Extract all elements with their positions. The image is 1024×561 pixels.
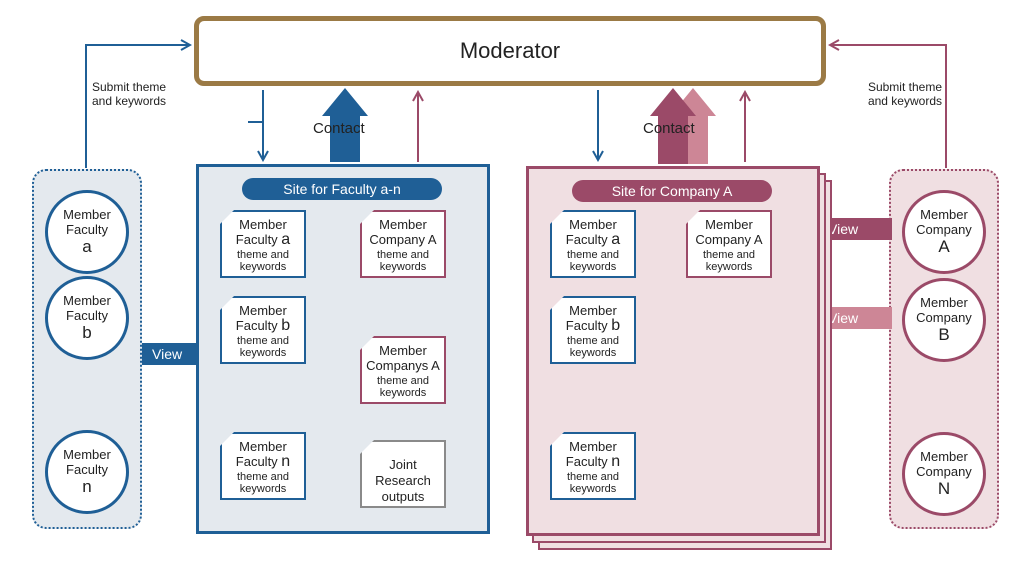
view-tab-company-b: View	[818, 307, 892, 329]
contact-label-left: Contact	[313, 120, 365, 137]
submit-connector-left	[85, 45, 190, 168]
moderator-to-faculty-arrow	[248, 90, 264, 123]
submit-connector-right	[830, 45, 947, 168]
faculty-site-card-companys-a: Member Companys A theme and keywords	[360, 336, 446, 404]
member-faculty-n-circle: Member Faculty n	[45, 430, 129, 514]
company-site-card-faculty-n: Member Faculty n theme and keywords	[550, 432, 636, 500]
site-company-title: Site for Company A	[572, 180, 772, 202]
view-tab-company-a: View	[818, 218, 892, 240]
company-site-card-faculty-b: Member Faculty b theme and keywords	[550, 296, 636, 364]
site-faculty-title: Site for Faculty a-n	[242, 178, 442, 200]
member-company-b-circle: Member Company B	[902, 278, 986, 362]
view-tab-faculty: View	[142, 343, 198, 365]
faculty-site-card-faculty-a: Member Faculty a theme and keywords	[220, 210, 306, 278]
moderator-label: Moderator	[459, 38, 561, 63]
faculty-site-card-faculty-n: Member Faculty n theme and keywords	[220, 432, 306, 500]
member-company-a-circle: Member Company A	[902, 190, 986, 274]
submit-label-left: Submit theme and keywords	[92, 80, 167, 108]
company-site-card-company-a: Member Company A theme and keywords	[686, 210, 772, 278]
submit-label-right: Submit theme and keywords	[867, 80, 942, 108]
faculty-site-card-faculty-b: Member Faculty b theme and keywords	[220, 296, 306, 364]
contact-label-right: Contact	[643, 120, 695, 137]
faculty-site-card-company-a: Member Company A theme and keywords	[360, 210, 446, 278]
moderator-box: Moderator	[194, 16, 826, 86]
company-site-card-faculty-a: Member Faculty a theme and keywords	[550, 210, 636, 278]
member-faculty-b-circle: Member Faculty b	[45, 276, 129, 360]
faculty-site-card-joint-research: Joint Research outputs	[360, 440, 446, 508]
company-contact-arrow	[650, 88, 696, 164]
member-company-n-circle: Member Company N	[902, 432, 986, 516]
member-faculty-a-circle: Member Faculty a	[45, 190, 129, 274]
faculty-contact-arrow	[322, 88, 368, 162]
